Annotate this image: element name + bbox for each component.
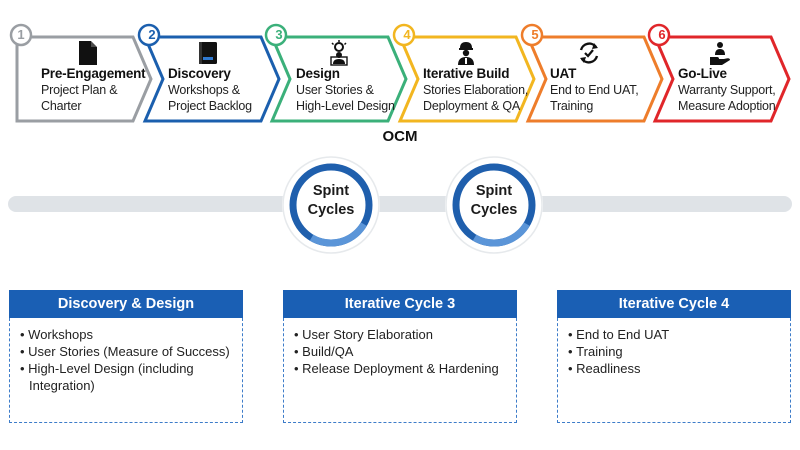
hand-person-icon [710, 42, 730, 65]
card-body: Workshops User Stories (Measure of Succe… [9, 318, 243, 423]
card-iterative-cycle-3: Iterative Cycle 3 User Story Elaboration… [283, 290, 517, 423]
refresh-check-icon [579, 42, 599, 64]
phase-desc-line: Workshops & [168, 83, 240, 97]
card-item: Readliness [568, 360, 780, 377]
card-item: Build/QA [294, 343, 506, 360]
sprint-cycle-1: Spint Cycles [281, 155, 381, 255]
card-item: Training [568, 343, 780, 360]
phase-desc-line: End to End UAT, [550, 83, 639, 97]
phase-desc-line: High-Level Design [296, 99, 395, 113]
cycle-label-line: Cycles [307, 202, 355, 218]
phase-chevron [15, 35, 153, 123]
phase-number: 3 [275, 27, 283, 42]
card-item: Workshops [20, 326, 232, 343]
phase-chevrons [9, 23, 791, 123]
timeline-track [8, 196, 792, 212]
card-item: User Story Elaboration [294, 326, 506, 343]
phase-chevron [397, 35, 536, 123]
phase-number-circle [392, 23, 416, 47]
phase-number: 6 [658, 27, 666, 42]
cycle-label-line: Cycles [470, 202, 518, 218]
card-item: High-Level Design (including Integration… [20, 360, 232, 394]
phase-number: 2 [148, 27, 156, 42]
phase-number-circle [264, 23, 288, 47]
phase-title: Design [296, 66, 340, 81]
phase-title: Pre-Engagement [41, 66, 146, 81]
phase-number-circle [137, 23, 161, 47]
phase-number: 1 [17, 27, 25, 42]
ocm-label: OCM [382, 128, 418, 145]
phase-title: Discovery [168, 66, 231, 81]
sprint-cycle-2: Spint Cycles [444, 155, 544, 255]
phase-desc-line: Deployment & QA [423, 99, 521, 113]
card-iterative-cycle-4: Iterative Cycle 4 End to End UAT Trainin… [557, 290, 791, 423]
phase-chevron [652, 35, 791, 123]
phase-chevron [269, 35, 408, 123]
phase-title: Iterative Build [423, 66, 510, 81]
phase-number: 4 [403, 27, 411, 42]
phase-desc-line: Training [550, 99, 594, 113]
phase-number-circle [9, 23, 33, 47]
phase-desc-line: Measure Adoption [678, 99, 776, 113]
cycle-ring [282, 156, 380, 254]
notebook-icon [199, 42, 217, 64]
document-icon [79, 41, 97, 65]
card-item: End to End UAT [568, 326, 780, 343]
idea-person-icon [330, 40, 348, 66]
cycle-label-line: Spint [312, 183, 350, 199]
phase-chevron [142, 35, 281, 123]
card-item: User Stories (Measure of Success) [20, 343, 232, 360]
phase-desc-line: Stories Elaboration, [423, 83, 529, 97]
builder-icon [458, 42, 474, 65]
card-title: Iterative Cycle 3 [283, 290, 517, 318]
phase-desc-line: Project Backlog [168, 99, 252, 113]
phase-desc-line: Charter [41, 99, 82, 113]
phase-number-circle [647, 23, 671, 47]
card-title: Iterative Cycle 4 [557, 290, 791, 318]
phase-desc-line: User Stories & [296, 83, 374, 97]
cycle-ring [445, 156, 543, 254]
card-body: End to End UAT Training Readliness [557, 318, 791, 423]
phase-title: UAT [550, 66, 577, 81]
phase-number: 5 [531, 27, 539, 42]
card-title: Discovery & Design [9, 290, 243, 318]
card-body: User Story Elaboration Build/QA Release … [283, 318, 517, 423]
phase-chevron [525, 35, 664, 123]
phase-title: Go-Live [678, 66, 727, 81]
card-item: Release Deployment & Hardening [294, 360, 506, 377]
cycle-label-line: Spint [475, 183, 513, 199]
phase-number-circle [520, 23, 544, 47]
card-discovery-design: Discovery & Design Workshops User Storie… [9, 290, 243, 423]
phase-desc-line: Project Plan & [41, 83, 118, 97]
phase-desc-line: Warranty Support, [678, 83, 776, 97]
